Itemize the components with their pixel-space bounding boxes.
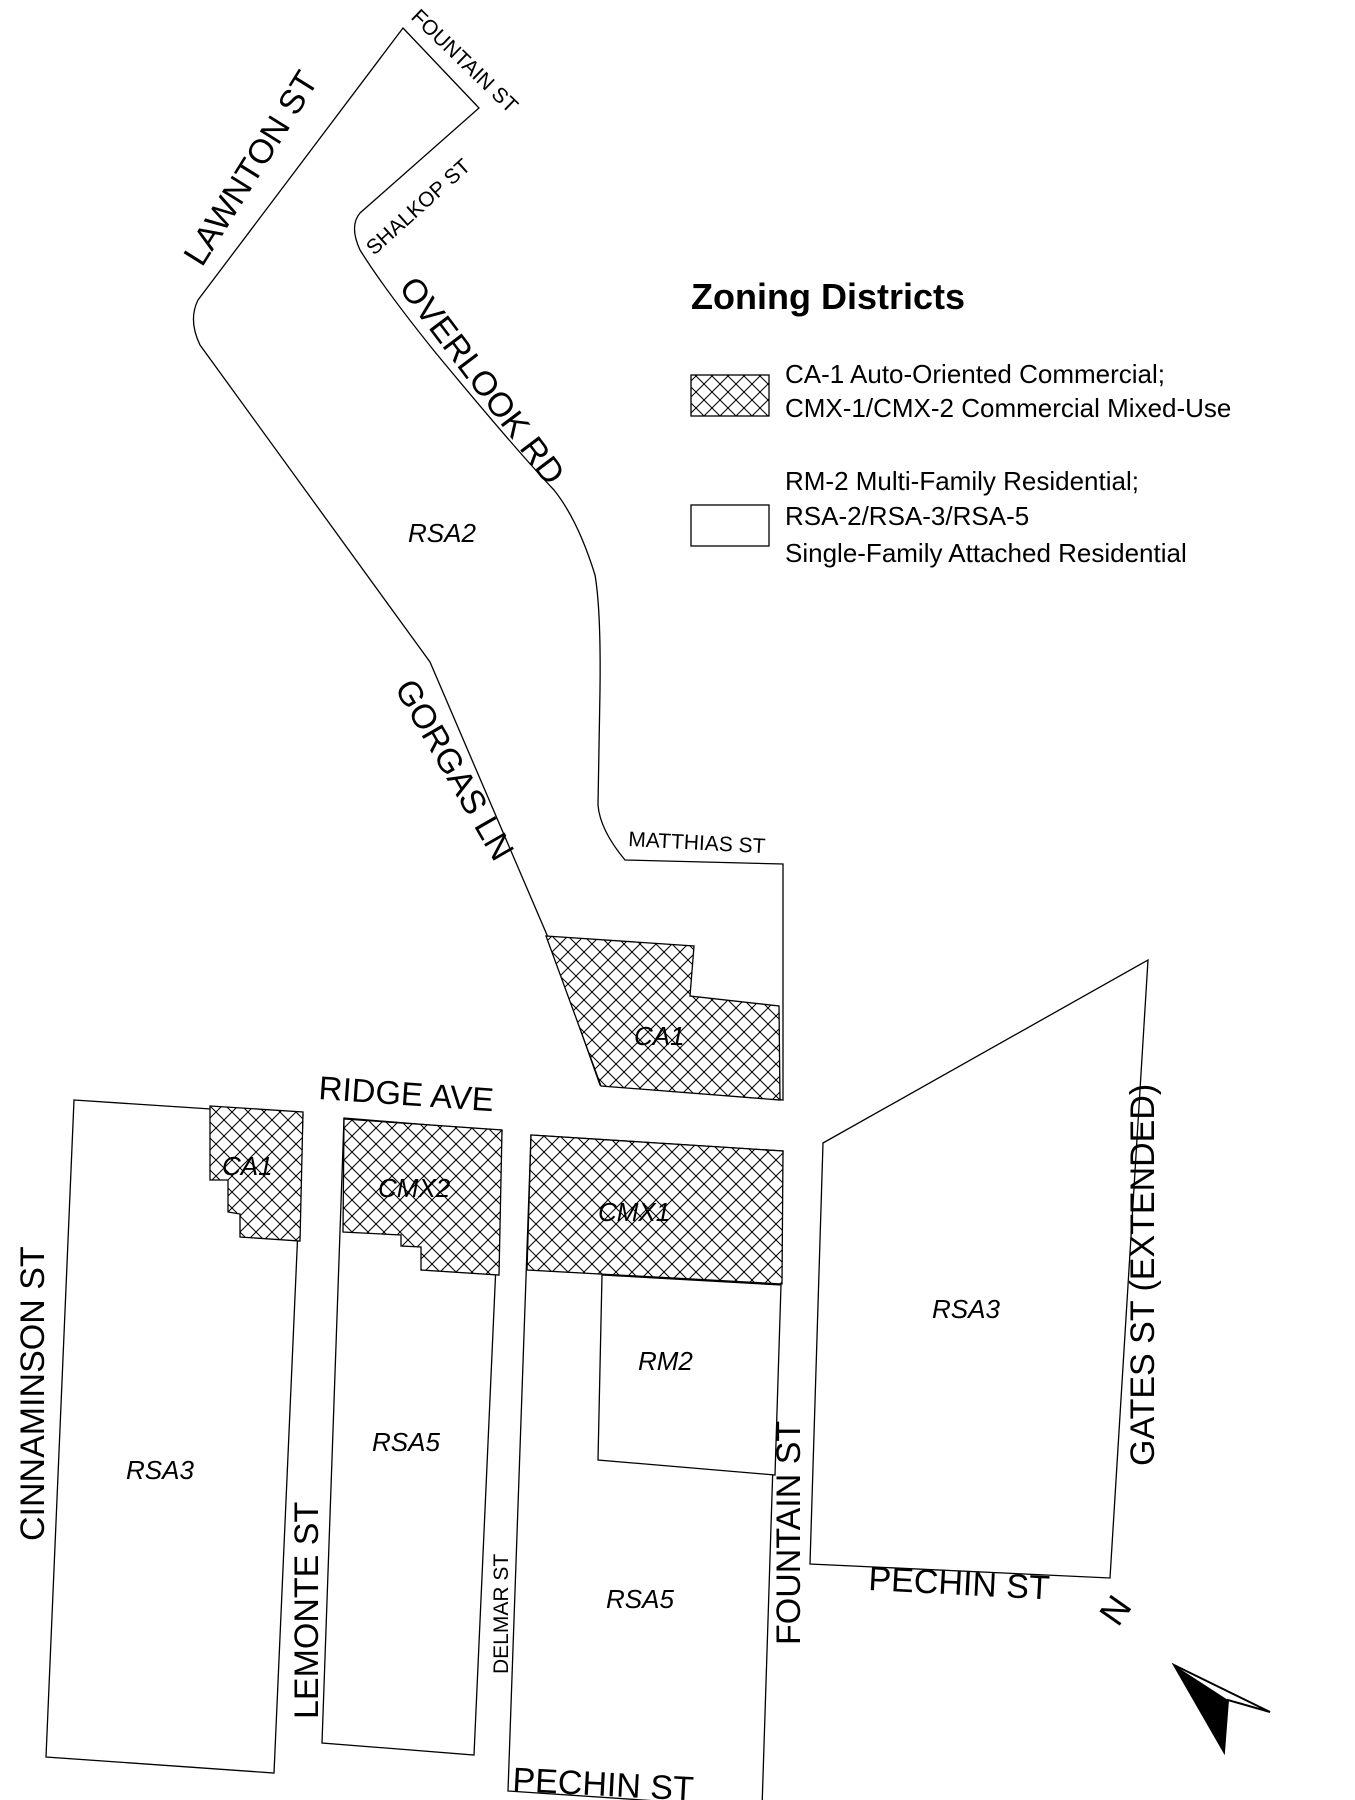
street-label-matthias-st: MATTHIAS ST — [628, 828, 766, 858]
zone-label-rsa5-east: RSA5 — [606, 1584, 674, 1614]
legend-swatch-commercial — [690, 374, 770, 417]
zone-label-rsa5-west: RSA5 — [372, 1427, 440, 1457]
street-label-ridge-ave: RIDGE AVE — [318, 1069, 496, 1118]
parcel-cmx2 — [342, 1118, 503, 1276]
legend-item-residential-line1: RM-2 Multi-Family Residential; — [785, 466, 1139, 496]
zone-label-rm2: RM2 — [638, 1346, 693, 1376]
north-arrow-label: N — [1091, 1588, 1139, 1633]
zone-label-rsa3-west: RSA3 — [126, 1455, 194, 1485]
legend-title: Zoning Districts — [691, 276, 965, 317]
legend-item-residential-line3: Single-Family Attached Residential — [785, 538, 1187, 568]
north-arrow-icon: N — [1091, 1588, 1271, 1756]
legend-item-residential-line2: RSA-2/RSA-3/RSA-5 — [785, 501, 1029, 531]
street-label-gates-st: GATES ST (EXTENDED) — [1124, 1084, 1162, 1466]
zone-label-cmx1: CMX1 — [598, 1197, 670, 1227]
legend-item-commercial-line2: CMX-1/CMX-2 Commercial Mixed-Use — [785, 393, 1231, 423]
street-label-fountain-st: FOUNTAIN ST — [770, 1421, 808, 1645]
zone-label-rsa2: RSA2 — [408, 518, 476, 548]
legend: Zoning Districts CA-1 Auto-Oriented Comm… — [690, 276, 1231, 568]
zone-label-ca1-north: CA1 — [634, 1021, 685, 1051]
street-label-pechin-st-right: PECHIN ST — [868, 1560, 1051, 1607]
zone-label-rsa3-east: RSA3 — [932, 1294, 1000, 1324]
parcel-ca1-north — [545, 935, 781, 1101]
street-label-lemonte-st: LEMONTE ST — [288, 1502, 326, 1719]
legend-swatch-residential — [690, 504, 770, 547]
parcel-rsa3-east — [809, 958, 1149, 1579]
street-label-cinnaminson-st: CINNAMINSON ST — [14, 1246, 52, 1541]
zone-label-ca1-west: CA1 — [222, 1151, 273, 1181]
legend-item-commercial-line1: CA-1 Auto-Oriented Commercial; — [785, 359, 1165, 389]
parcel-rm2 — [597, 1274, 782, 1476]
parcel-ca1-west — [209, 1105, 304, 1242]
parcel-rsa2 — [192, 26, 784, 1101]
parcel-cmx1 — [526, 1134, 784, 1285]
street-label-delmar-st: DELMAR ST — [490, 1554, 513, 1674]
zone-label-cmx2: CMX2 — [378, 1173, 451, 1203]
